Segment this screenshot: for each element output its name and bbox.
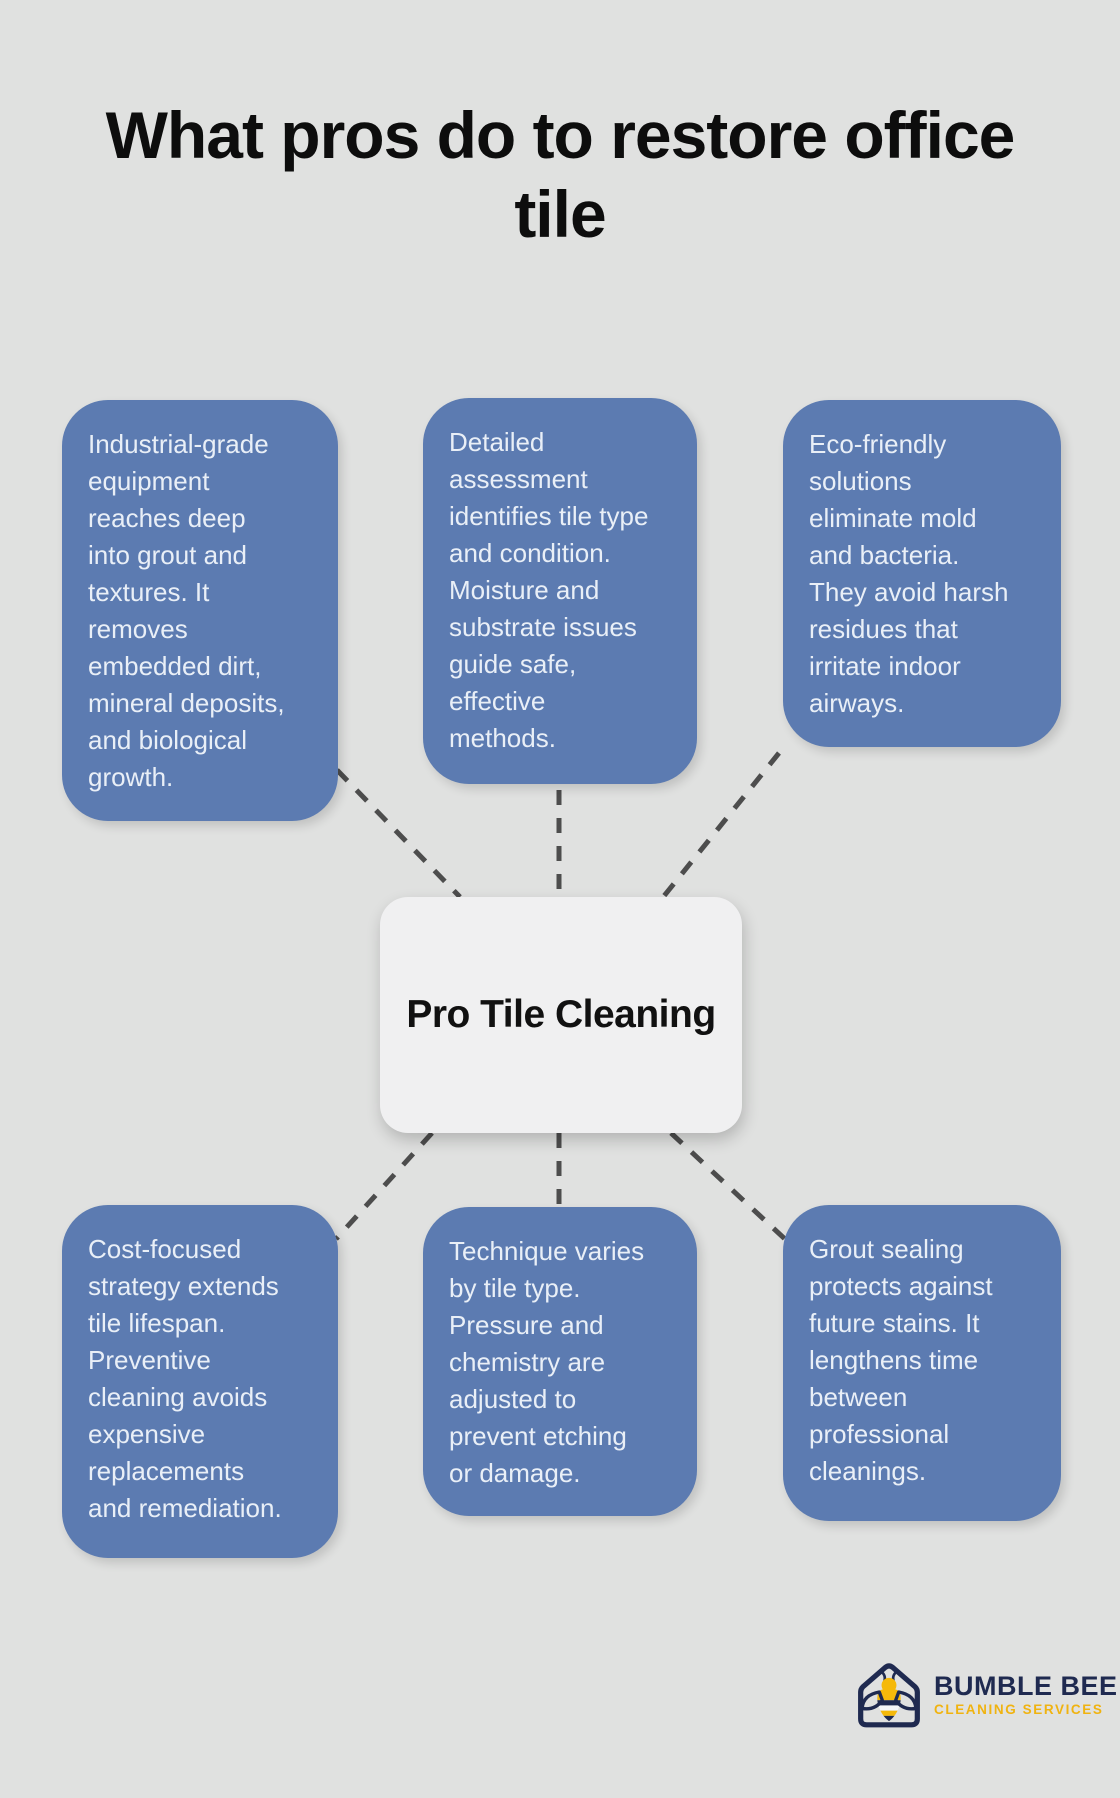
info-node-equipment: Industrial-grade equipment reaches deep … — [62, 400, 338, 821]
central-topic-label: Pro Tile Cleaning — [406, 993, 716, 1036]
logo-name: BUMBLE BEE — [934, 1670, 1118, 1701]
logo-tagline: CLEANING SERVICES — [934, 1702, 1104, 1718]
info-node-text: Cost-focused strategy extends tile lifes… — [88, 1234, 282, 1523]
info-node-eco-solutions: Eco-friendly solutions eliminate mold an… — [783, 400, 1061, 747]
connector-top-left — [335, 768, 462, 899]
bee-house-icon — [858, 1663, 920, 1728]
info-node-text: Eco-friendly solutions eliminate mold an… — [809, 429, 1009, 718]
info-node-text: Industrial-grade equipment reaches deep … — [88, 429, 285, 792]
info-node-assessment: Detailed assessment identifies tile type… — [423, 398, 697, 784]
page-title: What pros do to restore office tile — [105, 98, 1016, 252]
info-node-text: Detailed assessment identifies tile type… — [449, 427, 649, 753]
logo-text: BUMBLE BEE CLEANING SERVICES — [934, 1670, 1118, 1719]
info-node-text: Technique varies by tile type. Pressure … — [449, 1236, 645, 1488]
connector-top-right — [662, 751, 781, 898]
info-node-technique: Technique varies by tile type. Pressure … — [423, 1207, 697, 1516]
info-node-cost-strategy: Cost-focused strategy extends tile lifes… — [62, 1205, 338, 1558]
central-topic-node: Pro Tile Cleaning — [380, 897, 742, 1133]
bumble-bee-logo: BUMBLE BEE CLEANING SERVICES — [848, 1652, 1118, 1738]
info-node-text: Grout sealing protects against future st… — [809, 1234, 993, 1486]
info-node-grout-sealing: Grout sealing protects against future st… — [783, 1205, 1061, 1521]
connector-bottom-left — [334, 1131, 434, 1241]
connector-bottom-right — [669, 1131, 788, 1242]
